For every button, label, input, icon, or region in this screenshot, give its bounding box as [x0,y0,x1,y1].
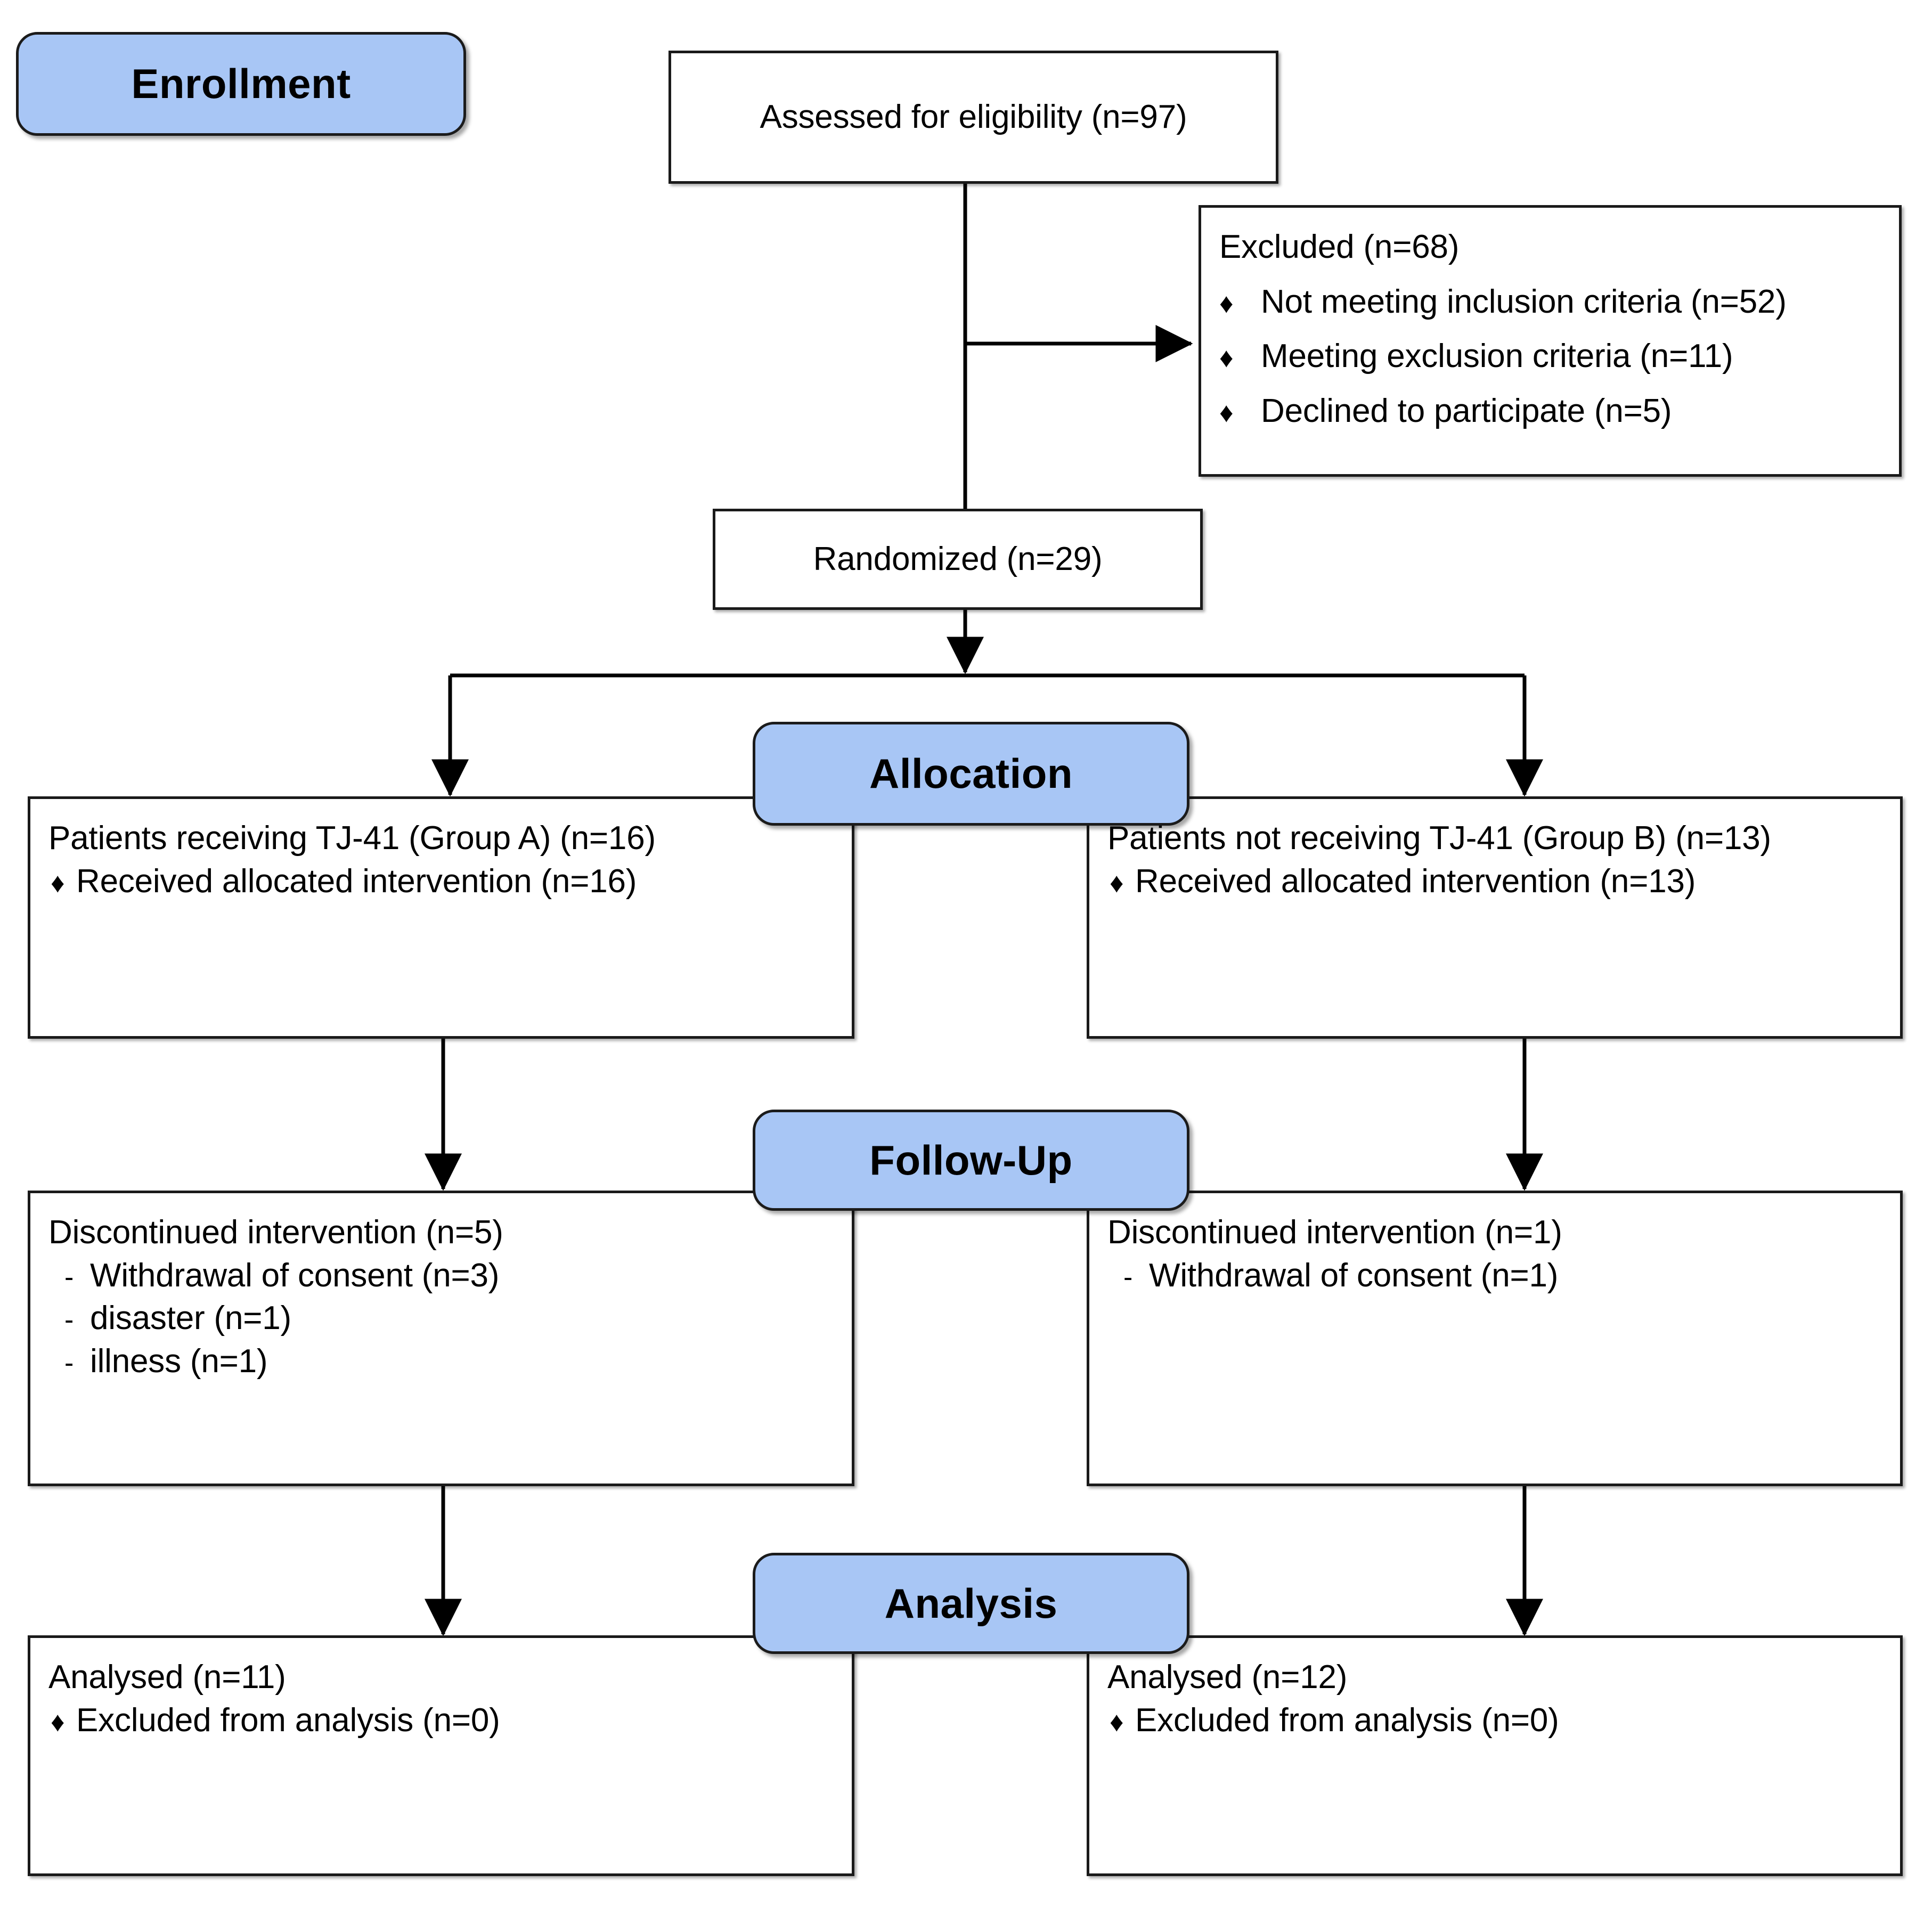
assessed-heading: Assessed for eligibility (n=97) [760,98,1187,135]
dash-bullet-icon: - [64,1261,74,1293]
analysis-right-heading: Analysed (n=12) [1107,1659,1348,1696]
analysis-right-item: ♦ Excluded from analysis (n=0) [1107,1699,1884,1742]
excluded-item-label: Not meeting inclusion criteria (n=52) [1261,283,1787,320]
follow-left-item: - illness (n=1) [48,1340,836,1383]
follow-left-item-label: disaster (n=1) [90,1300,291,1337]
excluded-heading: Excluded (n=68) [1219,229,1460,265]
box-allocation-group-a: Patients receiving TJ-41 (Group A) (n=16… [28,796,854,1039]
box-analysis-group-a: Analysed (n=11) ♦ Excluded from analysis… [28,1635,854,1876]
follow-left-heading: Discontinued intervention (n=5) [48,1214,503,1251]
stage-badge-allocation: Allocation [753,722,1189,826]
alloc-right-item: ♦ Received allocated intervention (n=13) [1107,860,1884,903]
dash-bullet-icon: - [1123,1261,1133,1293]
stage-label-allocation: Allocation [869,750,1073,797]
diamond-bullet-icon: ♦ [51,1706,65,1738]
alloc-left-item-label: Received allocated intervention (n=16) [76,862,637,900]
follow-left-item-label: illness (n=1) [90,1342,268,1380]
stage-badge-enrollment: Enrollment [16,32,466,136]
diamond-bullet-icon: ♦ [1110,1706,1124,1738]
follow-right-item-label: Withdrawal of consent (n=1) [1149,1257,1559,1294]
analysis-left-heading: Analysed (n=11) [48,1659,286,1696]
stage-badge-followup: Follow-Up [753,1110,1189,1211]
follow-right-heading: Discontinued intervention (n=1) [1107,1214,1562,1251]
dash-bullet-icon: - [64,1347,74,1379]
box-assessed-for-eligibility: Assessed for eligibility (n=97) [669,51,1278,184]
diamond-bullet-icon: ♦ [51,867,65,899]
excluded-item-label: Declined to participate (n=5) [1261,392,1672,429]
randomized-heading: Randomized (n=29) [813,540,1103,577]
box-analysis-group-b: Analysed (n=12) ♦ Excluded from analysis… [1087,1635,1903,1876]
follow-left-item-label: Withdrawal of consent (n=3) [90,1257,500,1294]
follow-right-item: - Withdrawal of consent (n=1) [1107,1254,1884,1298]
stage-label-analysis: Analysis [884,1579,1058,1627]
box-followup-group-a: Discontinued intervention (n=5) - Withdr… [28,1191,854,1486]
excluded-item-label: Meeting exclusion criteria (n=11) [1261,338,1733,375]
analysis-left-item-label: Excluded from analysis (n=0) [76,1701,500,1739]
excluded-item: ♦ Declined to participate (n=5) [1219,390,1883,433]
excluded-item: ♦ Not meeting inclusion criteria (n=52) [1219,281,1883,324]
follow-left-item: - disaster (n=1) [48,1297,836,1340]
box-randomized: Randomized (n=29) [713,509,1203,610]
diamond-bullet-icon: ♦ [1110,867,1124,899]
excluded-item: ♦ Meeting exclusion criteria (n=11) [1219,335,1883,378]
alloc-left-item: ♦ Received allocated intervention (n=16) [48,860,836,903]
analysis-right-item-label: Excluded from analysis (n=0) [1135,1701,1559,1739]
box-excluded: Excluded (n=68) ♦ Not meeting inclusion … [1199,205,1902,477]
diamond-bullet-icon: ♦ [1219,288,1234,319]
diamond-bullet-icon: ♦ [1219,397,1234,428]
stage-badge-analysis: Analysis [753,1553,1189,1654]
follow-left-item: - Withdrawal of consent (n=3) [48,1254,836,1298]
box-followup-group-b: Discontinued intervention (n=1) - Withdr… [1087,1191,1903,1486]
diamond-bullet-icon: ♦ [1219,343,1234,374]
stage-label-enrollment: Enrollment [131,60,351,107]
alloc-right-heading: Patients not receiving TJ-41 (Group B) (… [1107,820,1771,857]
alloc-right-item-label: Received allocated intervention (n=13) [1135,862,1696,900]
analysis-left-item: ♦ Excluded from analysis (n=0) [48,1699,836,1742]
alloc-left-heading: Patients receiving TJ-41 (Group A) (n=16… [48,820,656,857]
box-allocation-group-b: Patients not receiving TJ-41 (Group B) (… [1087,796,1903,1039]
dash-bullet-icon: - [64,1305,74,1336]
stage-label-followup: Follow-Up [869,1136,1073,1184]
